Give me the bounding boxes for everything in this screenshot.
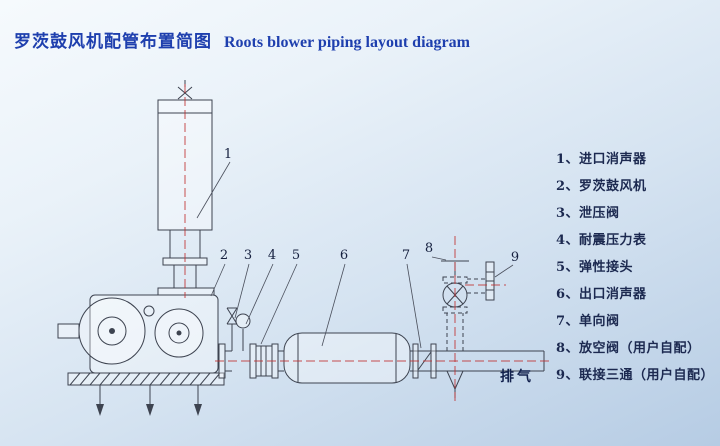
title-english: Roots blower piping layout diagram <box>224 34 470 51</box>
legend-item-5: 5、弹性接头 <box>556 260 634 275</box>
callout-6: 6 <box>340 248 348 263</box>
pressure-gauge-drawing <box>235 313 251 351</box>
relief-valve-drawing <box>226 307 238 351</box>
callout-leaders <box>196 161 514 349</box>
callout-numbers: 1 2 3 4 5 6 7 8 9 <box>220 147 519 265</box>
page-title: 罗茨鼓风机配管布置简图 Roots blower piping layout di… <box>14 27 470 52</box>
title-chinese: 罗茨鼓风机配管布置简图 <box>14 32 212 52</box>
legend-item-3: 3、泄压阀 <box>556 206 620 221</box>
legend-item-4: 4、耐震压力表 <box>556 233 647 248</box>
legend-item-9: 9、联接三通（用户自配） <box>556 368 715 383</box>
legend-item-1: 1、进口消声器 <box>556 152 647 167</box>
inlet-silencer-drawing <box>157 80 215 296</box>
legend-item-7: 7、单向阀 <box>556 314 620 329</box>
callout-4: 4 <box>268 248 276 263</box>
outlet-silencer-drawing <box>283 332 411 384</box>
legend-item-8: 8、放空阀（用户自配） <box>556 341 701 356</box>
outlet-piping-drawing <box>218 307 284 379</box>
centerlines <box>184 84 552 402</box>
callout-9: 9 <box>511 250 519 265</box>
callout-7: 7 <box>402 248 410 263</box>
legend-item-6: 6、出口消声器 <box>556 287 647 302</box>
callout-3: 3 <box>244 248 252 263</box>
roots-blower-drawing <box>57 294 225 416</box>
callout-8: 8 <box>425 241 433 256</box>
callout-5: 5 <box>292 248 300 263</box>
legend-item-2: 2、罗茨鼓风机 <box>556 179 647 194</box>
exhaust-label: 排气 <box>500 368 534 385</box>
legend: 1、进口消声器 2、罗茨鼓风机 3、泄压阀 4、耐震压力表 5、弹性接头 6、出… <box>556 146 714 389</box>
callout-2: 2 <box>220 248 228 263</box>
callout-1: 1 <box>224 147 232 162</box>
tee-flange-drawing <box>467 261 495 301</box>
